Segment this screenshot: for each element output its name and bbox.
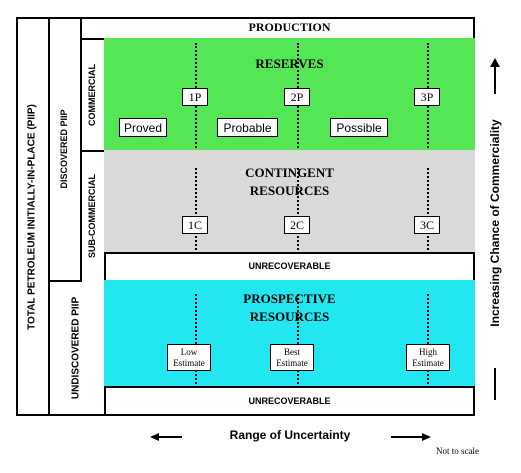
prospective-title: PROSPECTIVE RESOURCES <box>104 290 475 326</box>
marker-2c: 2C <box>284 216 310 234</box>
commercial-column: COMMERCIAL <box>80 38 106 152</box>
category-possible: Possible <box>330 118 388 137</box>
unrecoverable-label-2: UNRECOVERABLE <box>248 396 331 406</box>
reserves-title: RESERVES <box>255 56 324 71</box>
best-estimate: Best Estimate <box>270 344 314 371</box>
marker-3c: 3C <box>414 216 440 234</box>
contingent-divider-3 <box>427 168 429 250</box>
low-estimate: Low Estimate <box>167 344 211 371</box>
increasing-chance-label: Increasing Chance of Commerciality <box>488 119 502 327</box>
discovered-piip-label: DISCOVERED PIIP <box>59 108 69 189</box>
production-row: PRODUCTION <box>104 17 475 40</box>
contingent-title-line1: CONTINGENT <box>245 165 334 180</box>
arrow-left-icon <box>150 433 182 441</box>
prospective-title-line2: RESOURCES <box>249 309 330 324</box>
prospective-title-line1: PROSPECTIVE <box>243 291 336 306</box>
discovered-piip-column: DISCOVERED PIIP <box>48 17 82 282</box>
production-label: PRODUCTION <box>248 20 331 34</box>
commerciality-arrow-top <box>488 58 502 94</box>
prospective-divider-1 <box>195 294 197 384</box>
commercial-label: COMMERCIAL <box>87 64 97 126</box>
not-to-scale-label: Not to scale <box>436 446 479 456</box>
undiscovered-piip-column: UNDISCOVERED PIIP <box>48 280 106 416</box>
uncertainty-arrow-left <box>150 429 182 441</box>
arrow-right-icon <box>391 433 431 441</box>
contingent-resources-box: CONTINGENT RESOURCES 1C 2C 3C <box>104 150 475 254</box>
total-piip-label: TOTAL PETROLEUM INITIALLY-IN-PLACE (PIIP… <box>26 103 38 330</box>
unrecoverable-discovered-row: UNRECOVERABLE <box>104 252 475 282</box>
high-estimate: High Estimate <box>406 344 450 371</box>
unrecoverable-undiscovered-row: UNRECOVERABLE <box>104 386 475 416</box>
contingent-title: CONTINGENT RESOURCES <box>104 164 475 200</box>
commerciality-bar-bottom <box>494 368 496 400</box>
marker-3p: 3P <box>414 88 440 106</box>
prospective-divider-3 <box>427 294 429 384</box>
commerciality-label-wrap: Increasing Chance of Commerciality <box>484 98 506 348</box>
total-piip-column: TOTAL PETROLEUM INITIALLY-IN-PLACE (PIIP… <box>16 17 50 416</box>
range-of-uncertainty-label: Range of Uncertainty <box>229 428 351 442</box>
uncertainty-arrow-right <box>391 429 431 441</box>
marker-1p: 1P <box>182 88 208 106</box>
sub-commercial-label: SUB-COMMERCIAL <box>87 174 97 258</box>
contingent-divider-1 <box>195 168 197 250</box>
undiscovered-piip-label: UNDISCOVERED PIIP <box>70 296 82 400</box>
prospective-resources-box: PROSPECTIVE RESOURCES Low Estimate Best … <box>104 280 475 388</box>
prospective-divider-2 <box>297 294 299 384</box>
arrow-up-icon <box>490 58 500 94</box>
sub-commercial-column: SUB-COMMERCIAL <box>80 150 106 282</box>
contingent-divider-2 <box>297 168 299 250</box>
category-probable: Probable <box>217 118 278 137</box>
category-proved: Proved <box>119 118 167 137</box>
unrecoverable-label-1: UNRECOVERABLE <box>248 261 331 271</box>
marker-1c: 1C <box>182 216 208 234</box>
contingent-title-line2: RESOURCES <box>249 183 330 198</box>
marker-2p: 2P <box>284 88 310 106</box>
reserves-box: RESERVES 1P 2P 3P Proved Probable Possib… <box>104 38 475 152</box>
